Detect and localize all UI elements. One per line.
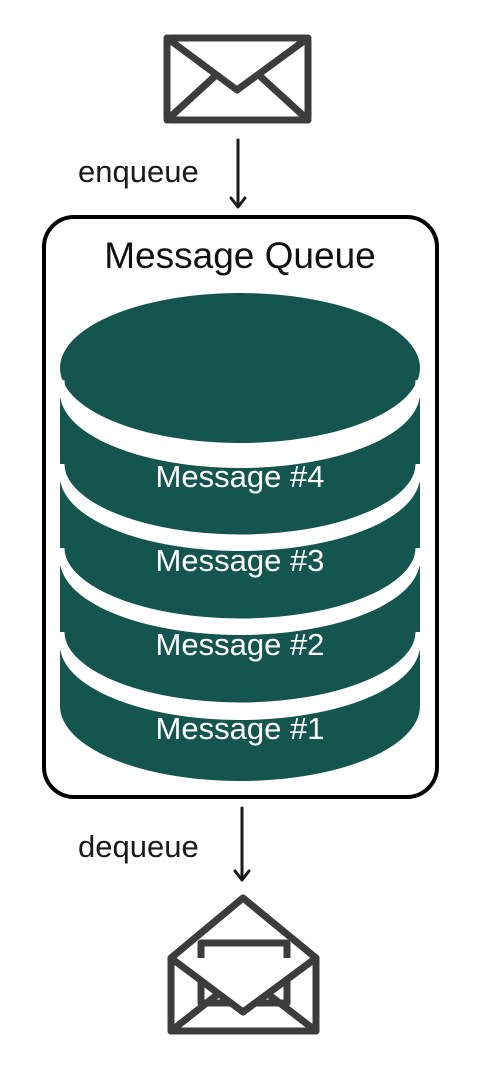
message-label: Message #3 xyxy=(156,543,325,578)
dequeue-label: dequeue xyxy=(78,829,199,864)
cylinder-separator xyxy=(55,463,425,544)
queue-title: Message Queue xyxy=(104,235,376,276)
closed-envelope-icon xyxy=(163,34,312,124)
cylinder-segment xyxy=(60,645,420,781)
cylinder-segment xyxy=(60,476,420,622)
message-label: Message #1 xyxy=(156,711,325,746)
cylinder-separator xyxy=(55,631,425,712)
enqueue-label: enqueue xyxy=(78,154,199,189)
cylinder-separator xyxy=(55,379,425,460)
message-label: Message #4 xyxy=(156,459,325,494)
dequeue-arrow xyxy=(233,806,251,882)
open-envelope-icon xyxy=(167,894,320,1035)
message-label: Message #2 xyxy=(156,627,325,662)
cylinder-segment xyxy=(60,393,420,538)
queue-cylinder: Message #4 Message #3 Message #2 Message #1 xyxy=(55,293,425,781)
cylinder-separator xyxy=(55,547,425,628)
enqueue-arrow xyxy=(229,138,247,209)
cylinder-segment xyxy=(60,560,420,706)
cylinder-top-cap xyxy=(60,293,420,443)
